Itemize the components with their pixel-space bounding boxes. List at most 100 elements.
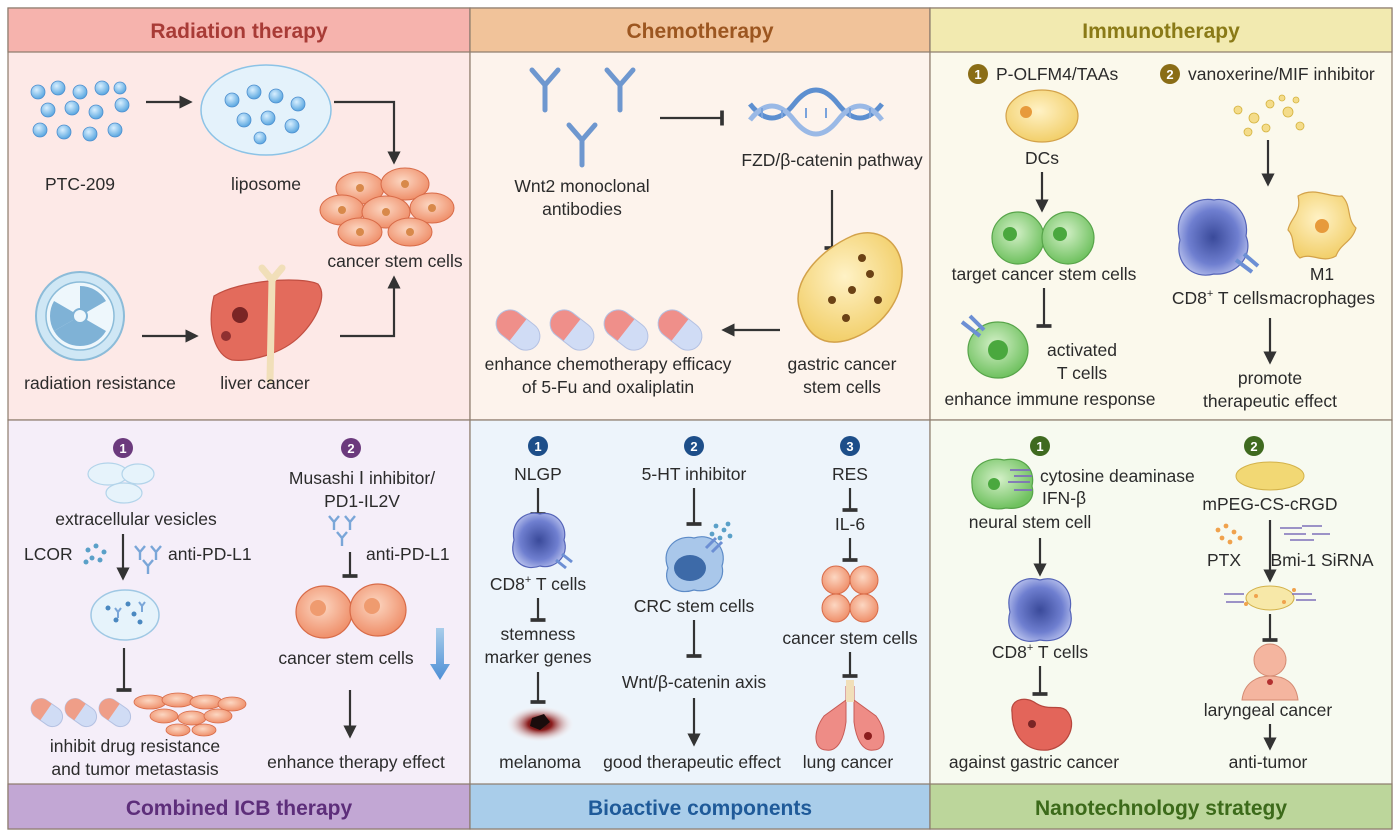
ifn-label: IFN-β	[1042, 488, 1086, 508]
good-effect-label: good therapeutic effect	[603, 752, 781, 772]
liver-icon	[210, 264, 323, 384]
nanoparticle-icon	[30, 80, 130, 142]
bio-t-cell-icon	[512, 512, 573, 570]
loaded-nanoparticle-icon	[1224, 585, 1316, 611]
crc-label: CRC stem cells	[634, 596, 755, 616]
chemotherapy-title: Chemotherapy	[626, 20, 773, 43]
panel-bioactive-components: Bioactive components	[469, 419, 931, 830]
nano-title: Nanotechnology strategy	[1035, 797, 1287, 820]
nlgp-label: NLGP	[514, 464, 562, 484]
efficacy-label-line1: enhance chemotherapy efficacy	[485, 354, 732, 374]
musashi-label-line1: Musashi Ⅰ inhibitor/	[289, 468, 435, 488]
res-label: RES	[832, 464, 868, 484]
anti-pdl1-antibody-icon	[134, 545, 162, 574]
bio-csc-label: cancer stem cells	[782, 628, 917, 648]
radiation-csc-label: cancer stem cells	[327, 251, 462, 271]
activated-t-cell-icon	[960, 314, 1029, 379]
cytosine-label: cytosine deaminase	[1040, 466, 1195, 486]
dcs-label: DCs	[1025, 148, 1059, 168]
icb-badge-2: 2	[341, 438, 361, 458]
icb-csc-label: cancer stem cells	[278, 648, 413, 668]
gastric-label-line2: stem cells	[803, 377, 881, 397]
icb-title: Combined ICB therapy	[126, 797, 353, 820]
gastric-label-line1: gastric cancer	[788, 354, 897, 374]
bio-csc-cluster-icon	[821, 565, 879, 623]
bioactive-title: Bioactive components	[588, 797, 812, 820]
wnt-axis-label: Wnt/β-catenin axis	[622, 672, 767, 692]
capsule-icon	[495, 309, 703, 351]
5ht-label: 5-HT inhibitor	[642, 464, 747, 484]
activated-label-line1: activated	[1047, 340, 1117, 360]
lcor-label: LCOR	[24, 544, 73, 564]
lung-icon	[815, 680, 885, 751]
laryngeal-label: laryngeal cancer	[1204, 700, 1333, 720]
inhibit-label-line1: inhibit drug resistance	[50, 736, 220, 756]
cancer-cell-cluster-icon	[319, 167, 455, 247]
enhance-immune-label: enhance immune response	[944, 389, 1155, 409]
musashi-label-line2: PD1-IL2V	[324, 491, 400, 511]
svg-text:2: 2	[1250, 439, 1257, 454]
antibody-icon	[529, 67, 636, 168]
liposome-label: liposome	[231, 174, 301, 194]
fzd-label: FZD/β-catenin pathway	[741, 150, 922, 170]
nsc-label: neural stem cell	[969, 512, 1092, 532]
immuno-cd8-label: CD8+ T cells	[1172, 288, 1268, 308]
melanoma-icon	[506, 706, 574, 742]
anti-tumor-label: anti-tumor	[1229, 752, 1308, 772]
m1-label-line2: macrophages	[1269, 288, 1375, 308]
gastric-stem-cell-icon	[797, 232, 903, 343]
svg-text:1: 1	[534, 439, 541, 454]
head-icon	[1241, 643, 1299, 701]
efficacy-label-line2: of 5-Fu and oxaliplatin	[522, 377, 694, 397]
svg-text:1: 1	[1036, 439, 1043, 454]
green-cancer-cell-icon	[991, 211, 1095, 265]
stomach-icon	[1011, 698, 1073, 751]
immuno-badge-2: 2	[1160, 64, 1180, 84]
crc-stem-cell-icon	[665, 536, 724, 593]
svg-text:3: 3	[846, 439, 853, 454]
ptc209-label: PTC-209	[45, 174, 115, 194]
nanoparticle-carrier-icon	[1235, 461, 1305, 491]
activated-label-line2: T cells	[1057, 363, 1107, 383]
decrease-arrow-icon	[430, 628, 450, 680]
panel-chemotherapy: Chemotherapy	[469, 7, 931, 421]
nano-cd8-label: CD8+ T cells	[992, 642, 1088, 662]
svg-text:2: 2	[347, 441, 354, 456]
radiation-symbol-icon	[35, 271, 125, 361]
radiation-title: Radiation therapy	[150, 20, 328, 43]
sirna-icon	[1280, 525, 1330, 541]
5ht-particles-icon	[709, 521, 733, 541]
metastasis-cells-icon	[133, 692, 247, 737]
immunotherapy-title: Immunotherapy	[1082, 20, 1240, 43]
bio-badge-1: 1	[528, 436, 548, 456]
stemness-label-line1: stemness	[501, 624, 576, 644]
enhance-therapy-label: enhance therapy effect	[267, 752, 445, 772]
immuno-badge-1: 1	[968, 64, 988, 84]
bio-badge-3: 3	[840, 436, 860, 456]
m1-label-line1: M1	[1310, 264, 1334, 284]
il6-label: IL-6	[835, 514, 865, 534]
ptx-label: PTX	[1207, 550, 1241, 570]
nano-t-cell-icon	[1008, 578, 1072, 642]
promote-label-line1: promote	[1238, 368, 1302, 388]
promote-label-line2: therapeutic effect	[1203, 391, 1337, 411]
lung-cancer-label: lung cancer	[803, 752, 894, 772]
lcor-dots-icon	[83, 543, 107, 565]
macrophage-icon	[1287, 191, 1357, 260]
icb-csc-icon	[295, 583, 407, 639]
bio-badge-2: 2	[684, 436, 704, 456]
ev-label: extracellular vesicles	[55, 509, 217, 529]
icb-capsule-icon	[30, 698, 132, 728]
stemness-label-line2: marker genes	[485, 647, 592, 667]
target-csc-label: target cancer stem cells	[952, 264, 1137, 284]
polfm4-label: P-OLFM4/TAAs	[996, 64, 1118, 84]
bio-cd8-label: CD8+ T cells	[490, 574, 586, 594]
nano-badge-1: 1	[1030, 436, 1050, 456]
icb-badge-1: 1	[113, 438, 133, 458]
neural-stem-cell-icon	[971, 458, 1034, 510]
nano-badge-2: 2	[1244, 436, 1264, 456]
t-cell-icon	[1177, 198, 1260, 276]
arrow-liposome-to-csc	[334, 100, 401, 165]
against-gastric-label: against gastric cancer	[949, 752, 1119, 772]
icb-anti-pdl1-label-1: anti-PD-L1	[168, 544, 252, 564]
